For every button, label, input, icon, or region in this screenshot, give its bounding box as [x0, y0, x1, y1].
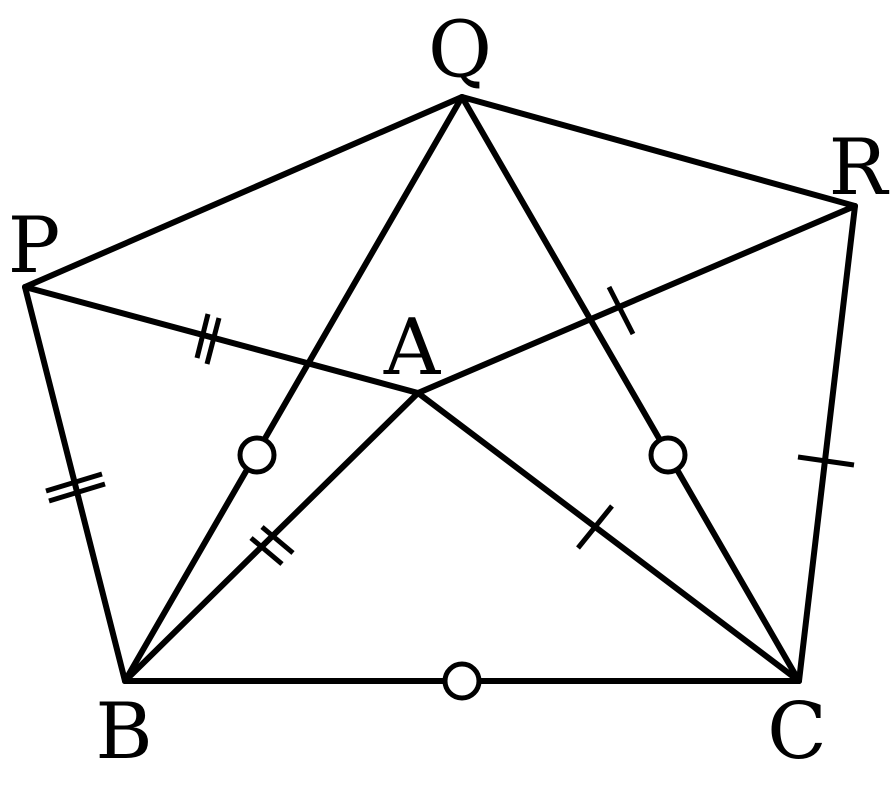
circle-mark-BC	[442, 661, 482, 701]
label-Q: Q	[428, 5, 492, 95]
label-B: B	[95, 687, 152, 777]
segment-AC	[415, 390, 802, 684]
double-tick-PA	[194, 313, 222, 365]
label-R: R	[829, 123, 890, 213]
double-tick-PB	[45, 471, 106, 504]
segment-QC	[459, 94, 802, 684]
single-tick-AC	[576, 504, 614, 550]
segment-RA	[415, 203, 858, 396]
segment-QB	[122, 94, 465, 684]
label-P: P	[8, 201, 60, 291]
label-A: A	[383, 303, 442, 393]
circle-mark-QB	[237, 435, 277, 475]
segment-RC	[796, 203, 858, 684]
single-tick-RA	[606, 285, 636, 336]
label-C: C	[767, 687, 827, 777]
segment-PQ	[22, 94, 465, 290]
circle-mark-QC	[648, 435, 688, 475]
double-tick-AB	[249, 525, 295, 566]
segment-QR	[459, 94, 858, 209]
single-tick-RC	[797, 454, 855, 468]
segment-PA	[22, 284, 421, 396]
